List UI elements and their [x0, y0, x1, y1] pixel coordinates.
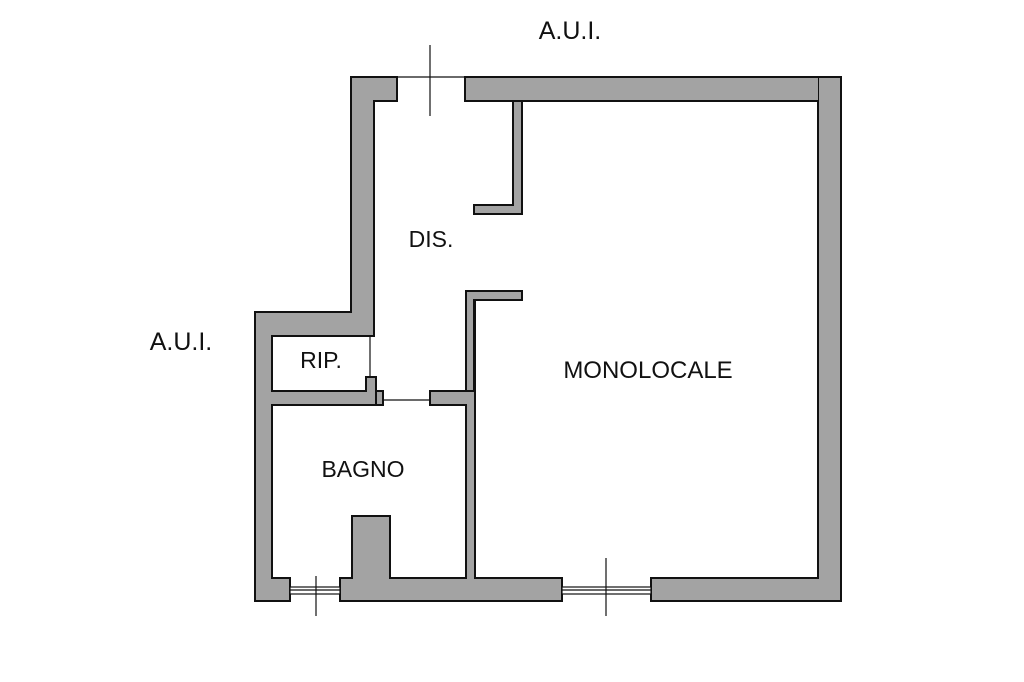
studio-window: [561, 558, 652, 616]
bathroom-window: [289, 576, 341, 616]
outside-label-top: A.U.I.: [539, 17, 602, 45]
room-label-studio: MONOLOCALE: [563, 357, 732, 384]
room-label-corridor: DIS.: [409, 226, 454, 252]
walls: [254, 76, 842, 602]
room-label-storage: RIP.: [300, 347, 342, 373]
wall-joins: [256, 78, 840, 600]
outside-label-left: A.U.I.: [150, 328, 213, 356]
room-label-bathroom: BAGNO: [321, 456, 404, 482]
openings: [289, 45, 652, 616]
wall-edges: [254, 76, 842, 602]
